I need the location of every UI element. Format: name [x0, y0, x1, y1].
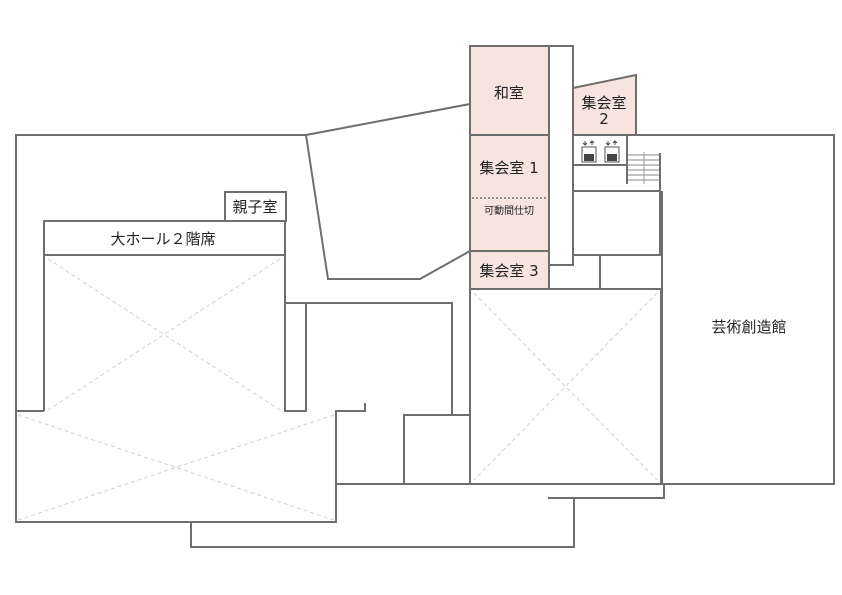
meeting-room-2-label-line1: 集会室 [581, 94, 626, 112]
meeting-room-3-label: 集会室 3 [479, 262, 538, 280]
inner-corridor-wall [285, 302, 453, 415]
lower-extension [190, 497, 575, 548]
left-building-lower-outline [15, 403, 366, 523]
washitsu-room[interactable] [469, 45, 550, 136]
elevator-icon [581, 140, 597, 163]
meeting-room-2-label-line2: 2 [599, 110, 609, 128]
art-creation-hall-outline [636, 134, 835, 485]
lobby-outline [305, 103, 471, 136]
lower-extension-right [574, 484, 665, 499]
void-diagonal [473, 292, 658, 481]
void-diagonal [47, 258, 281, 411]
washitsu-label: 和室 [494, 84, 524, 102]
stairs-icon [626, 152, 661, 192]
hall-balcony-label: 大ホール２階席 [110, 230, 215, 248]
meeting-room-1[interactable] [469, 134, 550, 252]
small-room [403, 414, 470, 484]
movable-partition-label: 可動間仕切 [484, 204, 534, 217]
balcony-right-wall [284, 255, 307, 412]
elevator-hall [573, 134, 628, 166]
art-creation-hall-label: 芸術創造館 [711, 318, 786, 336]
void-diagonal [473, 292, 658, 481]
lobby-angled-wall [305, 134, 471, 280]
service-room [572, 190, 661, 256]
void-diagonal [47, 258, 281, 411]
corridor-strip [549, 45, 574, 266]
hall-balcony[interactable] [43, 220, 286, 256]
service-room-lower [548, 255, 574, 289]
parent-child-room-label: 親子室 [232, 198, 277, 216]
left-building-outline [15, 134, 306, 412]
meeting-room-1-label: 集会室 1 [479, 159, 538, 177]
elevator-icon [604, 140, 620, 163]
